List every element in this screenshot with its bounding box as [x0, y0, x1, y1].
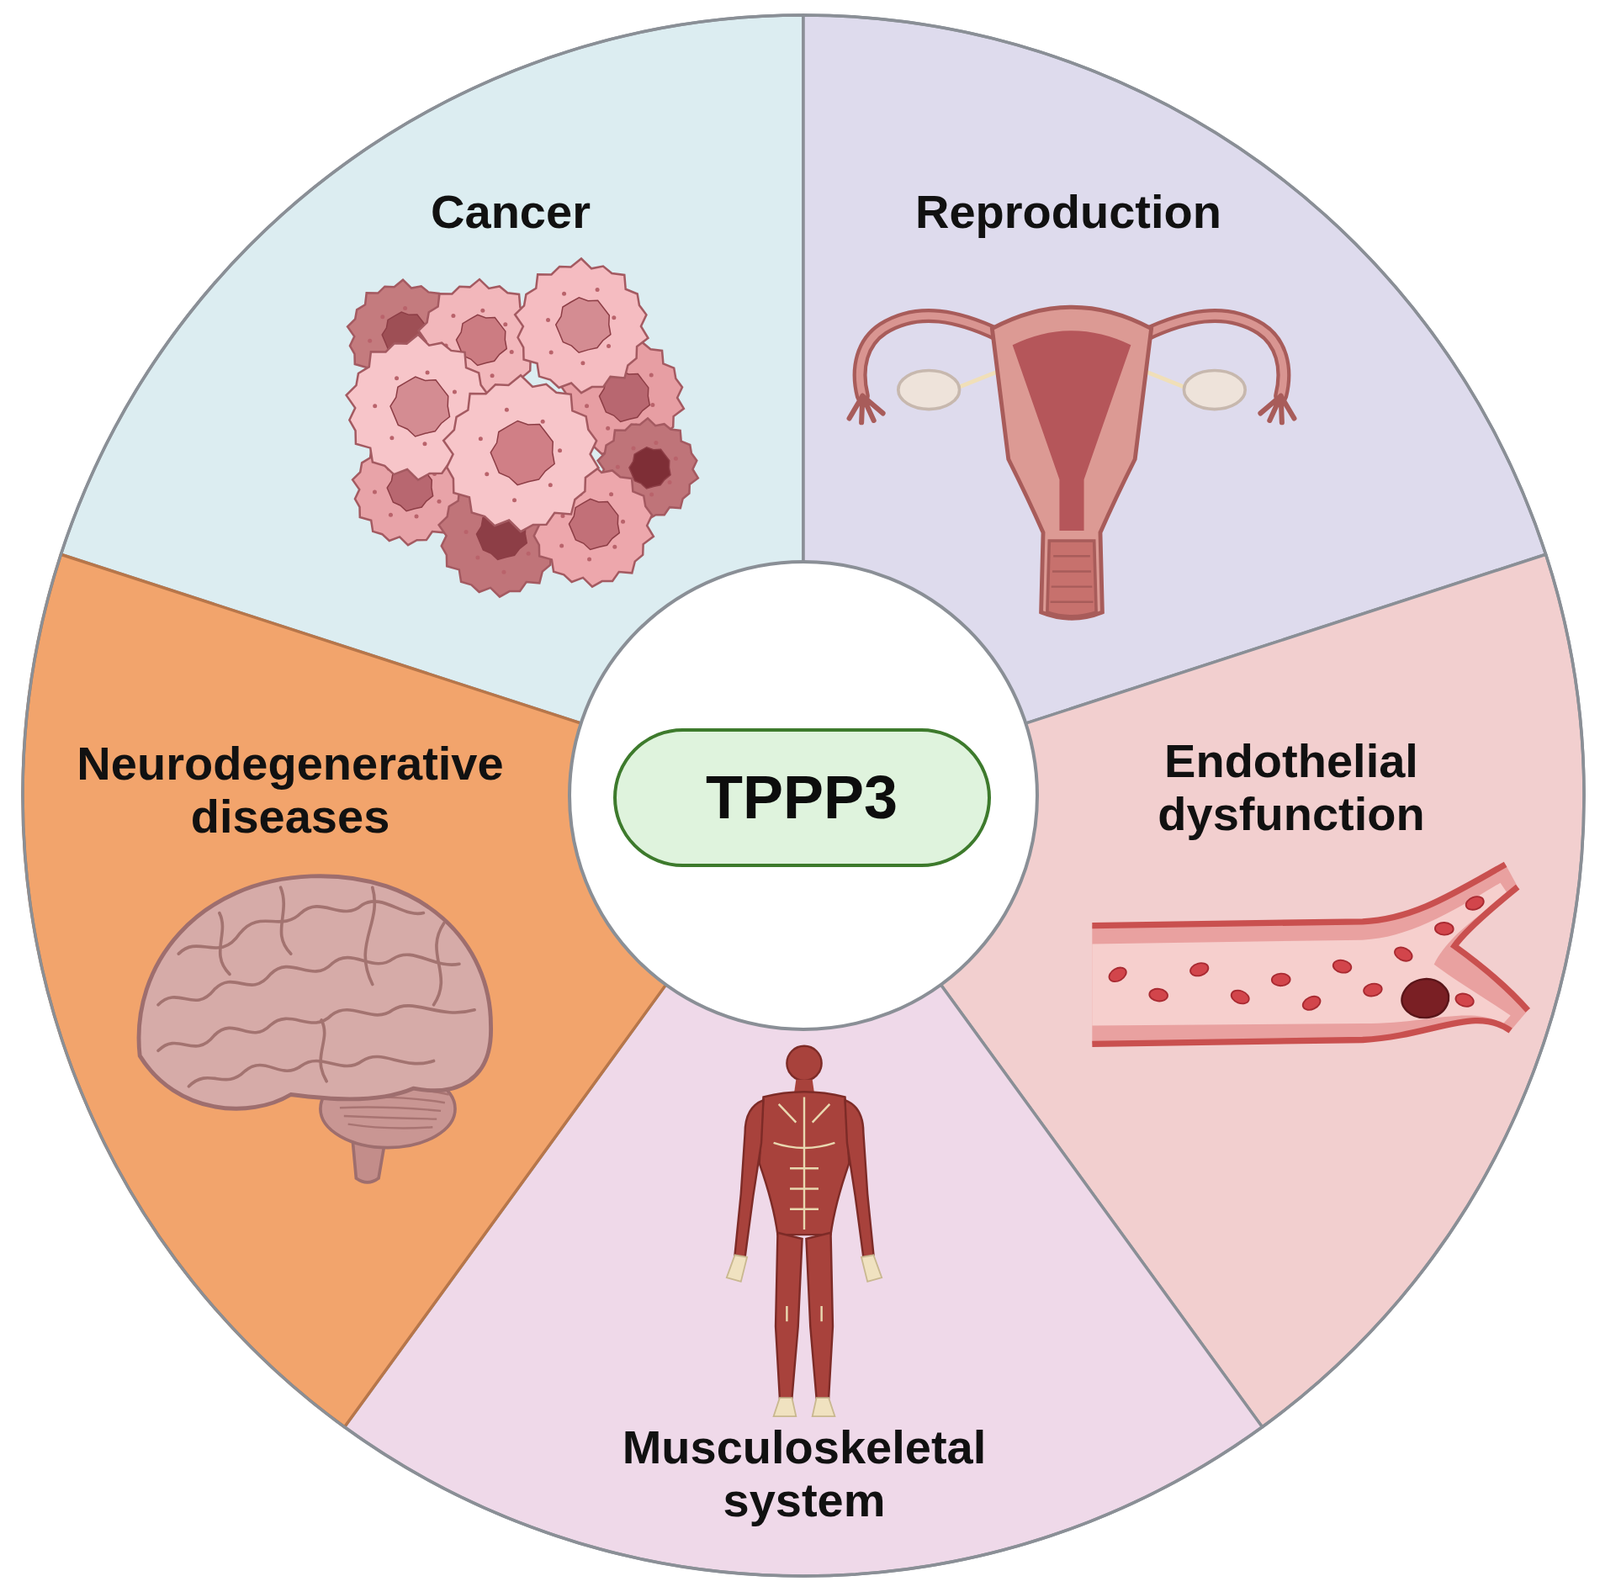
- uterine-cavity: [1012, 330, 1132, 531]
- ovary: [1183, 370, 1246, 409]
- red-blood-cell: [1362, 982, 1383, 998]
- vessel-lumen: [1091, 883, 1510, 1027]
- tendons: [773, 1096, 836, 1322]
- arm: [735, 1100, 764, 1258]
- segment-label: Reproduction: [915, 185, 1222, 239]
- label-text: Endothelial dysfunction: [1093, 735, 1489, 841]
- red-blood-cell: [1148, 988, 1168, 1003]
- label-text: Neurodegenerative diseases: [33, 737, 547, 843]
- leg: [805, 1233, 833, 1399]
- red-blood-cell: [1392, 944, 1415, 965]
- wheel-rim: [22, 15, 1585, 1577]
- label-text: Musculoskeletal system: [577, 1421, 1032, 1527]
- label-text: Reproduction: [915, 185, 1222, 239]
- center-circle: [569, 561, 1038, 1030]
- wheel: [22, 15, 1585, 1577]
- human-figure: [726, 1046, 882, 1417]
- cancer-cell: [443, 375, 599, 532]
- foot: [773, 1398, 836, 1417]
- red-blood-cell: [1300, 994, 1323, 1013]
- blood-clot: [1402, 979, 1450, 1018]
- red-blood-cell: [1463, 894, 1485, 912]
- red-blood-cell: [1331, 958, 1352, 975]
- ovary: [898, 370, 960, 409]
- red-blood-cell: [1107, 964, 1129, 986]
- center-pill: TPPP3: [613, 728, 991, 868]
- arm: [845, 1100, 875, 1258]
- cancer-cells: [346, 258, 699, 597]
- vessel-outline: [1091, 864, 1528, 1044]
- cerebrum: [138, 876, 492, 1110]
- segment-label: Cancer: [430, 185, 591, 239]
- red-blood-cell: [1188, 961, 1210, 979]
- cancer-cell: [514, 258, 648, 393]
- torso: [759, 1091, 850, 1235]
- head: [786, 1046, 822, 1081]
- label-text: TPPP3: [705, 763, 898, 832]
- segment-label: Endothelial dysfunction: [1093, 735, 1489, 841]
- label-text: Cancer: [430, 185, 591, 239]
- red-blood-cell: [1435, 921, 1455, 936]
- segment-label: Neurodegenerative diseases: [33, 737, 547, 843]
- red-blood-cell: [1454, 991, 1476, 1009]
- cervix: [1047, 540, 1097, 617]
- uterus-figure: [849, 307, 1295, 619]
- red-blood-cell: [1229, 988, 1251, 1007]
- red-blood-cell: [1271, 973, 1291, 986]
- brain-figure: [138, 876, 492, 1183]
- uterus-body: [991, 307, 1151, 619]
- leg: [775, 1233, 803, 1399]
- segment-label: Musculoskeletal system: [577, 1421, 1032, 1527]
- gyri: [158, 887, 475, 1087]
- blood-vessel-figure: [1091, 864, 1528, 1044]
- vessel-wall: [1091, 864, 1528, 1044]
- hand: [726, 1255, 882, 1283]
